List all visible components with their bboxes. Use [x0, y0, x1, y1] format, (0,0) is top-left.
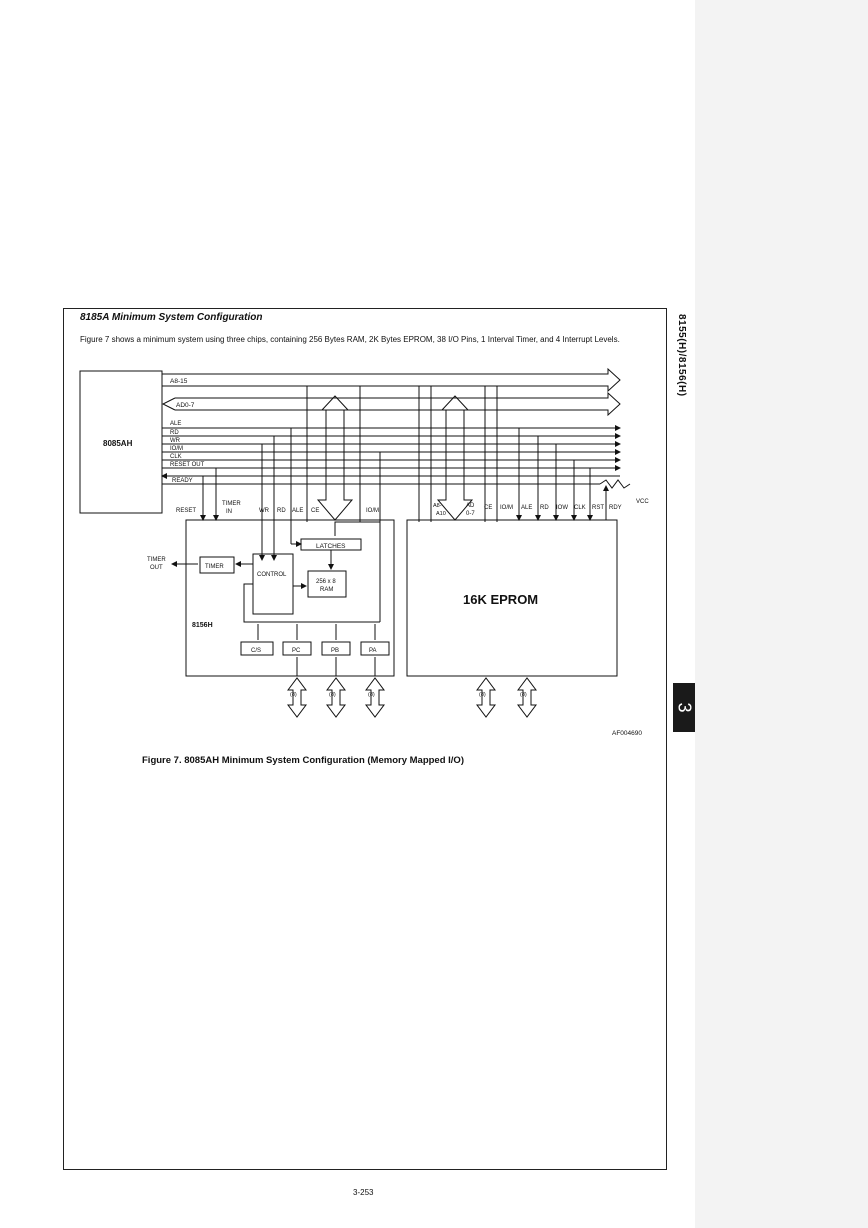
cpu-label: 8085AH — [103, 439, 133, 448]
frame-top-rule — [63, 308, 667, 309]
pin-reset: RESET — [176, 508, 196, 514]
control-box — [252, 553, 294, 615]
pin-timer-in-1: TIMER — [222, 501, 241, 507]
pin-ce: CE — [311, 508, 319, 514]
figure-caption: Figure 7. 8085AH Minimum System Configur… — [142, 755, 464, 766]
port-width-eprom-2: (8) — [520, 692, 527, 698]
eprom-pin-iow: IOW — [556, 505, 568, 511]
eprom-pin-rst: RST — [592, 505, 604, 511]
timer-out-2: OUT — [150, 565, 163, 571]
label-ad07: AD0-7 — [176, 402, 195, 409]
bus-ad-to-8156 — [316, 410, 354, 521]
label-iom: IO/M — [170, 446, 183, 452]
port-cs-label: C/S — [251, 648, 261, 654]
chip-8156-name: 8156H — [192, 622, 213, 629]
label-clk: CLK — [170, 454, 182, 460]
frame-left-rule — [63, 308, 64, 1170]
port-width-pa: (8) — [368, 692, 375, 698]
port-width-pc: (8) — [290, 692, 297, 698]
chip-8156-box — [185, 519, 395, 677]
scan-margin-shade — [695, 0, 868, 1228]
label-a815: A8-15 — [170, 378, 188, 385]
eprom-pin-a810-1: A8- — [433, 503, 442, 509]
figure-id: AF004690 — [612, 730, 642, 737]
pin-ale: ALE — [292, 508, 303, 514]
label-reset-out: RESET OUT — [170, 462, 205, 468]
eprom-pin-rdy: RDY — [609, 505, 622, 511]
bus-ad07 — [175, 391, 621, 417]
port-pa-label: PA — [369, 648, 377, 654]
port-width-pb: (8) — [329, 692, 336, 698]
timer-box — [199, 556, 235, 574]
port-width-eprom-1: (8) — [479, 692, 486, 698]
page-number: 3-253 — [353, 1188, 374, 1197]
eprom-pin-ale: ALE — [521, 505, 532, 511]
port-pc-label: PC — [292, 648, 301, 654]
pin-timer-in-2: IN — [226, 509, 232, 515]
eprom-pin-clk: CLK — [574, 505, 586, 511]
ram-box — [307, 570, 347, 598]
eprom-pin-rd: RD — [540, 505, 549, 511]
label-ale: ALE — [170, 421, 181, 427]
ram-label-2: RAM — [320, 587, 333, 593]
eprom-pin-ad-2: 0-7 — [466, 511, 475, 517]
eprom-pin-ce: CE — [484, 505, 492, 511]
timer-out-1: TIMER — [147, 557, 166, 563]
timer-label: TIMER — [205, 564, 224, 570]
port-cs-box — [240, 641, 274, 656]
side-header: 8155(H)/8156(H) — [676, 314, 687, 397]
port-pb-box — [321, 641, 351, 656]
label-rd: RD — [170, 430, 179, 436]
section-title: 8185A Minimum System Configuration — [80, 312, 263, 323]
control-label: CONTROL — [257, 572, 287, 578]
port-pc-box — [282, 641, 312, 656]
ram-label-1: 256 x 8 — [316, 579, 336, 585]
eprom-pin-ad-1: AD — [466, 503, 475, 509]
port-pa-box — [360, 641, 390, 656]
label-ready: READY — [172, 478, 193, 484]
section-body: Figure 7 shows a minimum system using th… — [80, 335, 620, 344]
port-pb-label: PB — [331, 648, 339, 654]
pin-rd: RD — [277, 508, 286, 514]
eprom-name: 16K EPROM — [463, 592, 538, 607]
eprom-pin-iom: IO/M — [500, 505, 513, 511]
eprom-pin-a810-2: A10 — [436, 511, 446, 517]
label-wr: WR — [170, 438, 181, 444]
cpu-box — [79, 370, 163, 514]
pin-wr: WR — [259, 508, 270, 514]
eprom-box — [406, 519, 618, 677]
bus-a815 — [162, 367, 621, 393]
frame-bottom-rule — [63, 1169, 667, 1170]
latches-label: LATCHES — [316, 543, 346, 550]
eprom-vcc: VCC — [636, 499, 649, 505]
chapter-tab: 3 — [673, 683, 695, 732]
frame-right-rule — [666, 308, 667, 1170]
pin-iom: IO/M — [366, 508, 379, 514]
